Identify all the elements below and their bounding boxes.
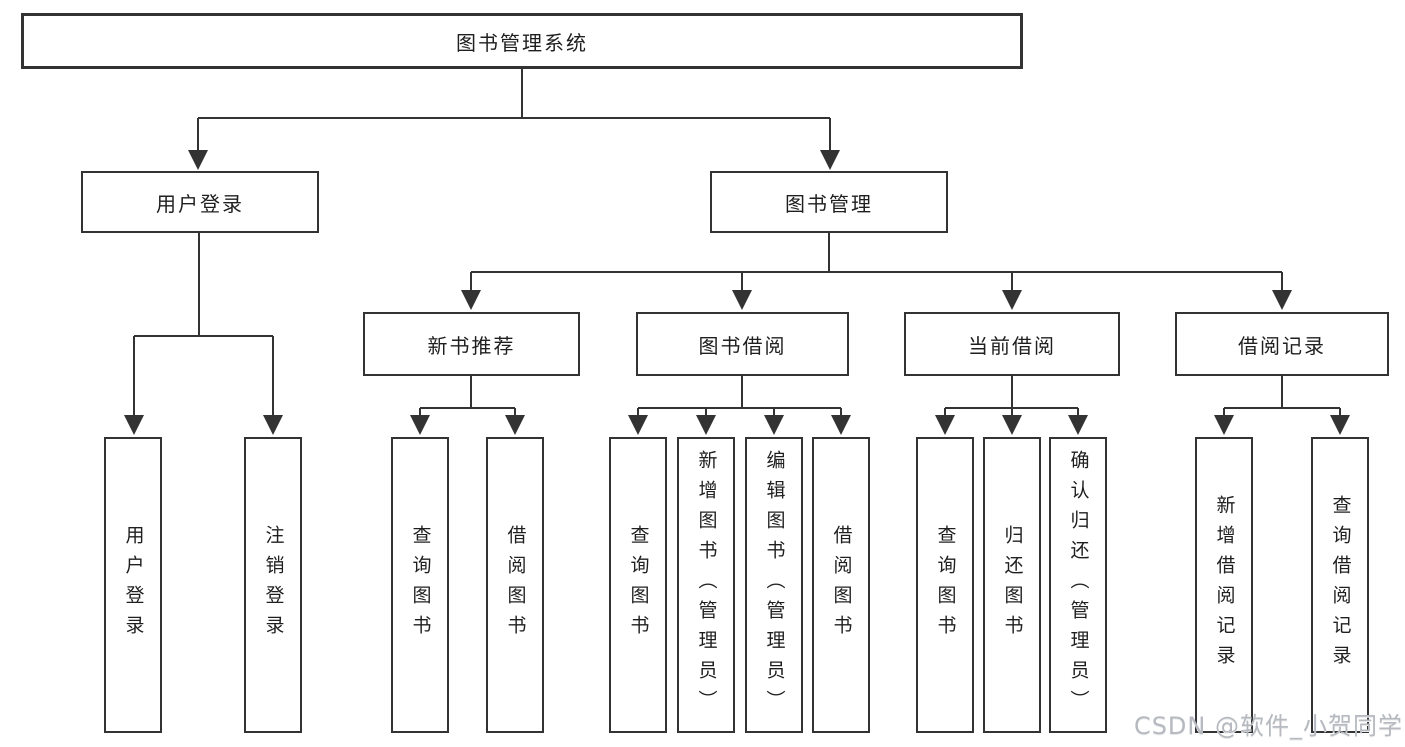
- arrow-icon: [732, 290, 752, 310]
- arrow-icon: [124, 415, 144, 435]
- arrow-icon: [461, 290, 481, 310]
- leaf-user-login: 用户登录: [104, 437, 162, 733]
- arrow-icon: [505, 415, 525, 435]
- arrow-icon: [263, 415, 283, 435]
- arrow-icon: [1272, 290, 1292, 310]
- leaf-borrow-add-book-admin: 新增图书（管理员）: [677, 437, 735, 733]
- arrow-icon: [188, 150, 208, 170]
- arrow-icon: [696, 415, 716, 435]
- arrow-icon: [1214, 415, 1234, 435]
- arrow-icon: [820, 150, 840, 170]
- leaf-current-confirm-return-admin: 确认归还（管理员）: [1049, 437, 1107, 733]
- arrow-icon: [1068, 415, 1088, 435]
- leaf-label: 查询图书: [409, 525, 432, 645]
- leaf-label: 注销登录: [262, 525, 285, 645]
- node-borrow-record: 借阅记录: [1175, 312, 1389, 376]
- leaf-label: 查询图书: [934, 525, 957, 645]
- node-user-login: 用户登录: [81, 171, 319, 233]
- leaf-label: 借阅图书: [504, 525, 527, 645]
- leaf-label: 新增图书（管理员）: [695, 450, 718, 720]
- arrow-icon: [410, 415, 430, 435]
- leaf-record-add-borrow-record: 新增借阅记录: [1195, 437, 1253, 733]
- leaf-label: 用户登录: [122, 525, 145, 645]
- node-library-management-system: 图书管理系统: [21, 13, 1023, 69]
- leaf-borrow-query-book: 查询图书: [609, 437, 667, 733]
- arrow-icon: [1002, 415, 1022, 435]
- arrow-icon: [831, 415, 851, 435]
- leaf-label: 确认归还（管理员）: [1067, 450, 1090, 720]
- leaf-label: 查询借阅记录: [1329, 495, 1352, 675]
- csdn-watermark: CSDN @软件_小贺同学: [1133, 712, 1403, 740]
- leaf-newbook-borrow-book: 借阅图书: [486, 437, 544, 733]
- node-book-borrow: 图书借阅: [636, 312, 849, 376]
- leaf-record-query-borrow-record: 查询借阅记录: [1311, 437, 1369, 733]
- leaf-label: 归还图书: [1001, 525, 1024, 645]
- arrow-icon: [935, 415, 955, 435]
- leaf-borrow-borrow-book: 借阅图书: [812, 437, 870, 733]
- leaf-label: 编辑图书（管理员）: [763, 450, 786, 720]
- node-book-management: 图书管理: [710, 171, 948, 233]
- leaf-borrow-edit-book-admin: 编辑图书（管理员）: [745, 437, 803, 733]
- leaf-logout-login: 注销登录: [244, 437, 302, 733]
- leaf-newbook-query-book: 查询图书: [391, 437, 449, 733]
- leaf-label: 新增借阅记录: [1213, 495, 1236, 675]
- leaf-label: 查询图书: [627, 525, 650, 645]
- arrow-icon: [764, 415, 784, 435]
- leaf-current-query-book: 查询图书: [916, 437, 974, 733]
- arrow-icon: [1002, 290, 1022, 310]
- node-new-book-recommend: 新书推荐: [363, 312, 580, 376]
- arrow-icon: [1330, 415, 1350, 435]
- node-current-borrow: 当前借阅: [904, 312, 1120, 376]
- arrow-icon: [628, 415, 648, 435]
- leaf-current-return-book: 归还图书: [983, 437, 1041, 733]
- leaf-label: 借阅图书: [830, 525, 853, 645]
